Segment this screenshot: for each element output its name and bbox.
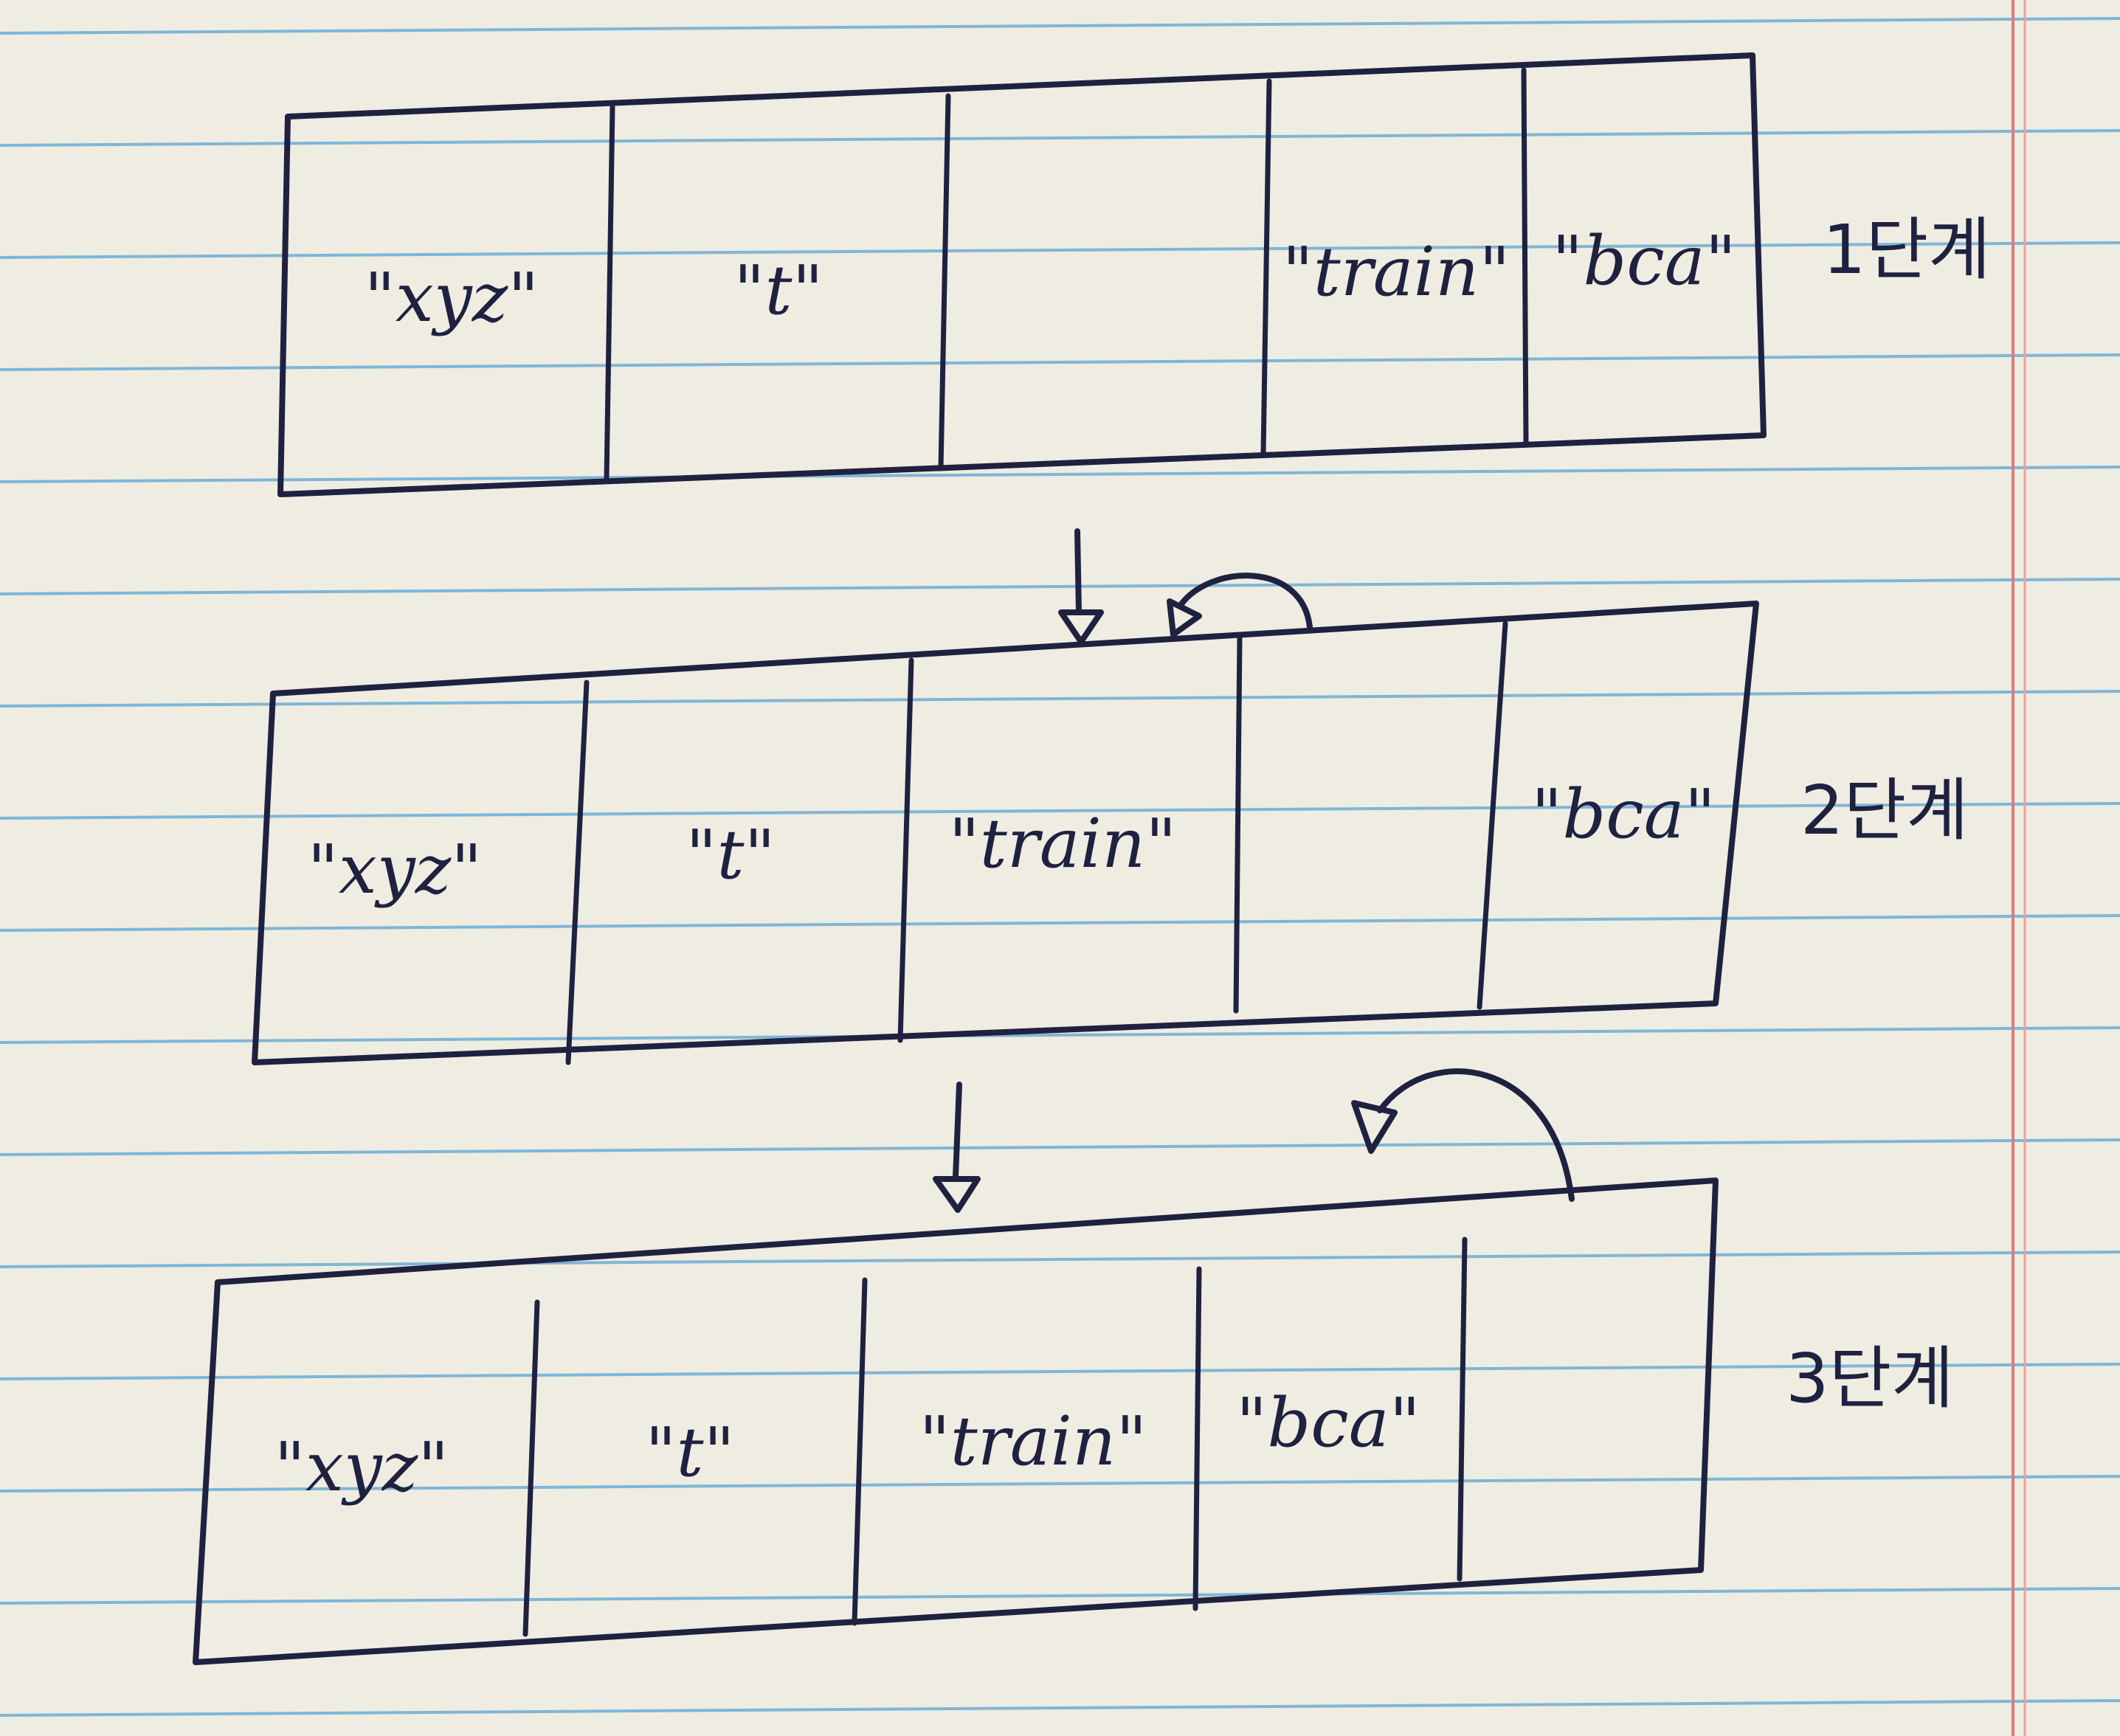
move-arrow-1 bbox=[1167, 573, 1313, 637]
rule-line bbox=[0, 1699, 2120, 1717]
ruled-lines bbox=[0, 17, 2120, 1717]
rule-line bbox=[0, 1251, 2120, 1268]
rule-line bbox=[0, 578, 2120, 595]
move-arrow-2 bbox=[1351, 1068, 1575, 1202]
down-arrow-2 bbox=[933, 1082, 981, 1213]
stage-2-cell-2: "t" bbox=[686, 815, 776, 894]
margin-lines bbox=[2012, 0, 2026, 1736]
stage-2-cell-5: "bca" bbox=[1531, 775, 1716, 854]
stage-3-cell-2: "t" bbox=[645, 1413, 735, 1492]
rule-line bbox=[0, 914, 2120, 932]
stage-2-cell-1: "xyz" bbox=[308, 830, 483, 909]
rule-line bbox=[0, 1363, 2120, 1380]
stage-1-cell-2: "t" bbox=[733, 251, 824, 330]
rule-line bbox=[0, 1475, 2120, 1493]
rule-line bbox=[0, 17, 2120, 35]
rule-line bbox=[0, 129, 2120, 147]
stage-1-cell-1: "xyz" bbox=[365, 258, 539, 337]
rule-line bbox=[0, 1587, 2120, 1605]
stage-3-cell-1: "xyz" bbox=[275, 1428, 449, 1507]
stage-3-cell-3: "train" bbox=[919, 1402, 1147, 1481]
stage-1-cell-4: "train" bbox=[1282, 232, 1510, 311]
stage-1-cell-5: "bca" bbox=[1552, 221, 1736, 300]
rule-line bbox=[0, 241, 2120, 259]
rule-line bbox=[0, 1026, 2120, 1044]
rule-line bbox=[0, 690, 2120, 708]
rule-line bbox=[0, 802, 2120, 820]
stage-2-array: "xyz" "t" "train" "bca" bbox=[252, 601, 1759, 1065]
rule-line bbox=[0, 466, 2120, 483]
stage-2-label: 2단계 bbox=[1800, 771, 1969, 850]
stage-1-label: 1단계 bbox=[1823, 210, 1991, 289]
down-arrow-1 bbox=[1058, 528, 1104, 645]
stage-3-label: 3단계 bbox=[1786, 1339, 1954, 1418]
stage-3-array: "xyz" "t" "train" "bca" bbox=[193, 1177, 1719, 1665]
rule-line bbox=[0, 353, 2120, 371]
rule-line bbox=[0, 1138, 2120, 1156]
stage-1-array: "xyz" "t" "train" "bca" bbox=[277, 52, 1767, 497]
stage-2-cell-3: "train" bbox=[948, 804, 1176, 883]
stage-3-cell-4: "bca" bbox=[1236, 1383, 1420, 1462]
